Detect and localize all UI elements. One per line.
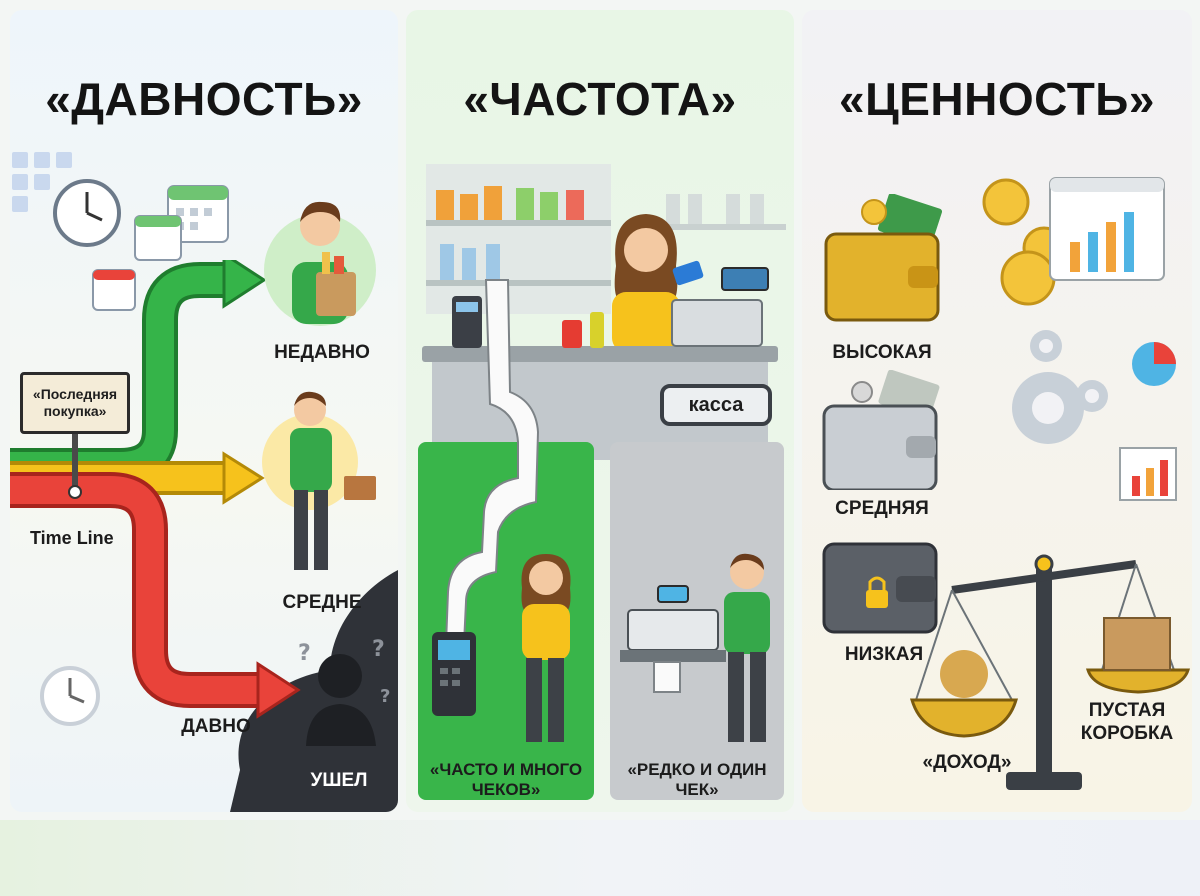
silhouette-question-icon: ? ? ? (298, 637, 390, 746)
customer-man-icon (724, 553, 770, 742)
value-high-label: ВЫСОКАЯ (832, 342, 932, 363)
svg-text:?: ? (380, 686, 390, 707)
recency-title: «ДАВНОСТЬ» (45, 73, 363, 125)
level-medium-label: СРЕДНЕ (282, 592, 362, 613)
level-long-ago-label: ДАВНО (181, 716, 251, 737)
rare-label: «РЕДКО И ОДИН ЧЕК» (627, 760, 767, 800)
svg-text:?: ? (298, 641, 311, 666)
empty-box-label: ПУСТАЯ КОРОБКА (1080, 700, 1174, 744)
dark-cloud-decor (230, 570, 398, 812)
timeline-label: Time Line (30, 528, 114, 548)
signpost-text: «Последняя покупка» (32, 385, 118, 420)
svg-text:?: ? (372, 637, 385, 662)
medium-wallet-icon (822, 370, 940, 490)
cashier-woman-small-icon (521, 554, 571, 742)
calendar-icon (92, 269, 136, 311)
clock-icon (40, 666, 100, 726)
full-wallet-icon (824, 194, 942, 322)
calendar-icon (167, 185, 229, 243)
cashier-woman-icon (612, 214, 704, 352)
timeline-arrows (10, 260, 301, 719)
register-sign: касса (660, 384, 772, 426)
calendar-grid-decor (12, 152, 72, 212)
value-panel: «ЦЕННОСТЬ» ВЫСОКАЯ СРЕДНЯЯ (802, 10, 1192, 812)
recency-panel: «ДАВНОСТЬ» (10, 10, 398, 812)
bottom-background-strip (0, 820, 1200, 896)
signpost-pole (68, 430, 82, 499)
clock-icon (53, 179, 121, 247)
level-recent-label: НЕДАВНО (274, 342, 370, 363)
bar-chart-window-icon (1049, 177, 1165, 281)
level-gone-label: УШЕЛ (310, 770, 368, 791)
happy-customer-with-groceries-icon (264, 201, 376, 326)
frequent-label: «ЧАСТО И МНОГО ЧЕКОВ» (429, 760, 583, 800)
payment-terminal-icon (432, 632, 476, 716)
store-shelves-decor (426, 164, 786, 314)
frequency-panel: «ЧАСТОТА» касса (406, 10, 794, 812)
bar-chart-icon (1119, 447, 1177, 501)
value-title: «ЦЕННОСТЬ» (839, 73, 1155, 125)
frequency-title: «ЧАСТОТА» (463, 73, 737, 125)
calendar-icon (134, 215, 182, 261)
value-medium-label: СРЕДНЯЯ (835, 498, 929, 519)
value-low-label: НИЗКАЯ (844, 644, 924, 665)
cash-register-icon (620, 585, 726, 693)
locked-wallet-icon (822, 542, 938, 634)
neutral-customer-icon (262, 391, 376, 570)
income-label: «ДОХОД» (922, 752, 1012, 773)
signpost-board: «Последняя покупка» (20, 372, 130, 434)
gears-decor-icon (1012, 330, 1108, 444)
pie-chart-icon (1132, 342, 1176, 386)
register-label: касса (688, 393, 744, 416)
balance-scale-icon (909, 554, 1191, 790)
